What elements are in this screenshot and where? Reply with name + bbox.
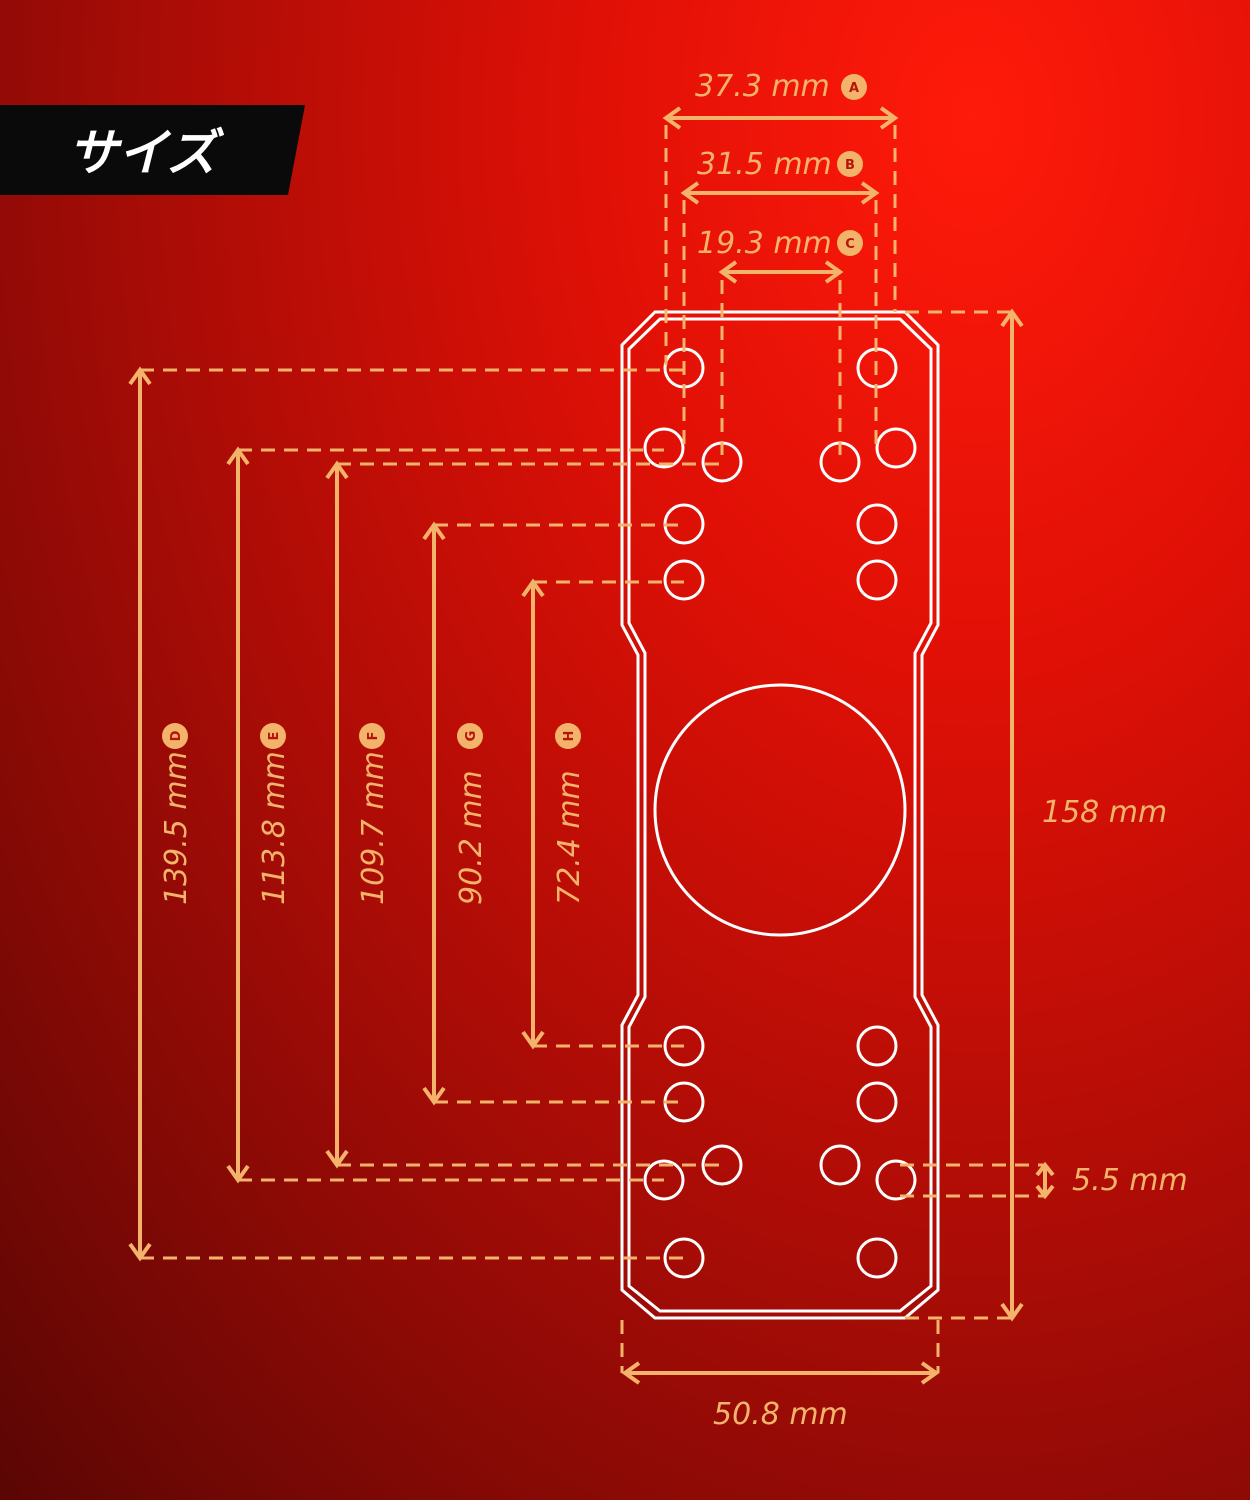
dimension-d: 139.5 mm D [128, 366, 684, 1262]
dimension-f: 109.7 mm F [325, 460, 722, 1169]
dimension-hole-diameter: 5.5 mm [900, 1161, 1188, 1200]
dimension-letter-badge: F [366, 732, 381, 741]
dimension-label: 113.8 mm [257, 751, 292, 905]
title-text: サイズ [68, 124, 224, 182]
title-tab: サイズ [0, 105, 305, 195]
dimension-label: 50.8 mm [713, 1397, 848, 1432]
dimension-letter-badge: D [169, 730, 184, 741]
dimension-b: 31.5 mm B [680, 147, 880, 445]
dimension-label: 158 mm [1042, 795, 1167, 830]
dimension-g: 90.2 mm G [422, 521, 684, 1106]
dimension-c: 19.3 mm C [697, 226, 863, 455]
dimension-label: 31.5 mm [697, 147, 832, 182]
dimension-label: 109.7 mm [356, 751, 391, 905]
dimension-letter-badge: A [849, 81, 859, 96]
dimension-label: 5.5 mm [1072, 1163, 1188, 1198]
dimension-label: 139.5 mm [159, 751, 194, 905]
dimension-e: 113.8 mm E [226, 446, 664, 1184]
dimension-letter-badge: G [464, 731, 479, 742]
mounting-holes [643, 347, 917, 1279]
dimension-letter-badge: C [845, 237, 855, 252]
dimension-label: 90.2 mm [454, 770, 489, 905]
center-hole [653, 683, 907, 937]
dimension-label: 72.4 mm [552, 770, 587, 905]
dimension-letter-badge: B [845, 158, 855, 173]
dimension-letter-badge: H [562, 731, 577, 742]
dimension-total-width: 50.8 mm [620, 1320, 940, 1432]
dimension-label: 19.3 mm [697, 226, 832, 261]
dimension-a: 37.3 mm A [662, 69, 899, 365]
dimension-total-height: 158 mm [905, 308, 1167, 1322]
dimension-letter-badge: E [267, 732, 282, 741]
dimension-label: 37.3 mm [695, 69, 830, 104]
dimension-h: 72.4 mm H [521, 578, 684, 1050]
